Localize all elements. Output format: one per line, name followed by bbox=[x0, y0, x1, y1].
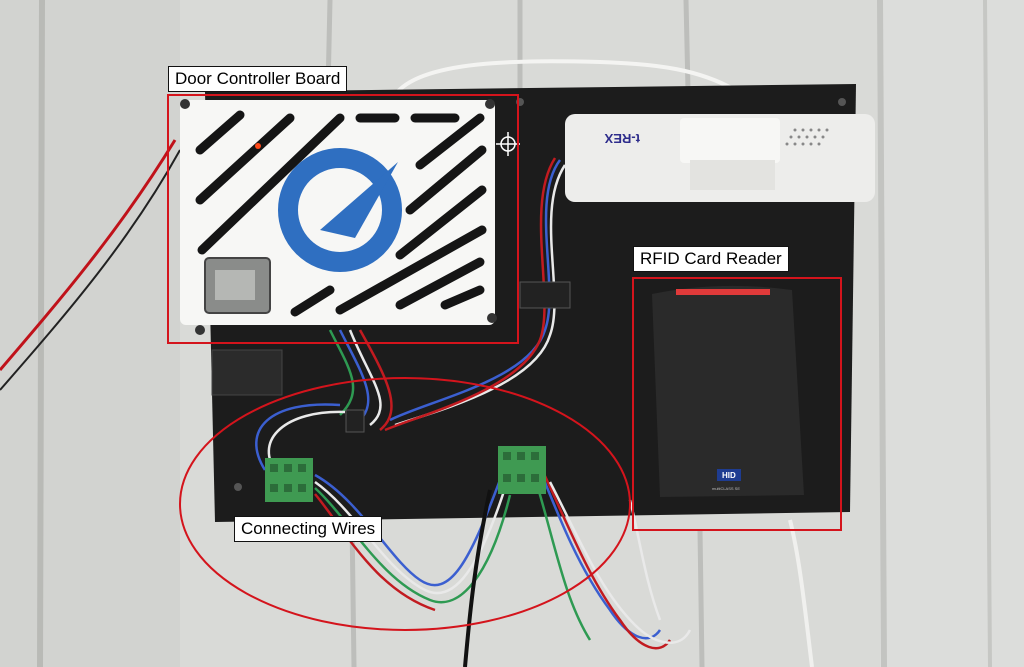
terminal-block-left bbox=[265, 458, 313, 502]
rex-motion-sensor: t-REX bbox=[565, 114, 875, 202]
door-controller-highlight bbox=[167, 94, 519, 344]
cable-clip bbox=[345, 409, 365, 433]
board-screw bbox=[838, 98, 846, 106]
red-power-cable bbox=[0, 139, 177, 371]
relay-module bbox=[211, 349, 283, 396]
rfid-reader-highlight bbox=[632, 277, 842, 531]
rex-logo: t-REX bbox=[604, 131, 640, 146]
crosshair-icon bbox=[496, 132, 520, 156]
controller-logo-ring bbox=[278, 148, 402, 272]
hid-logo: HID bbox=[722, 471, 736, 480]
hid-card-reader: HID multiCLASS SE bbox=[652, 285, 804, 497]
wires-highlight bbox=[179, 377, 631, 631]
board-screw bbox=[234, 483, 242, 491]
status-led bbox=[255, 143, 261, 149]
hid-model: multiCLASS SE bbox=[712, 486, 740, 491]
controller-enclosure bbox=[180, 99, 497, 335]
annotation-highlights bbox=[167, 94, 842, 631]
connecting-wires-label: Connecting Wires bbox=[234, 516, 383, 542]
rfid-reader-label: RFID Card Reader bbox=[633, 246, 789, 272]
reader-led-bar bbox=[676, 289, 770, 295]
door-controller-label: Door Controller Board bbox=[168, 66, 348, 92]
cable-clip bbox=[519, 281, 571, 309]
controller-logo-needle bbox=[320, 162, 398, 238]
terminal-block-right bbox=[498, 446, 546, 494]
hid-badge bbox=[717, 469, 741, 481]
white-cable-right bbox=[788, 519, 814, 667]
black-power-cable bbox=[0, 149, 181, 391]
white-cable-top bbox=[393, 59, 736, 97]
